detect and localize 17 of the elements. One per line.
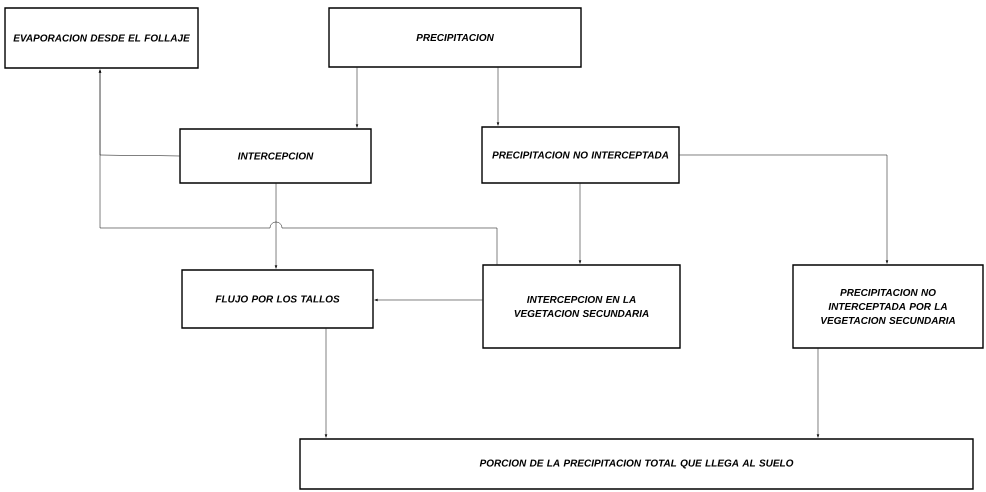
flow-box: INTERCEPCION (179, 128, 372, 184)
flow-box: INTERCEPCION EN LA VEGETACION SECUNDARIA (482, 264, 681, 349)
arrow (98, 69, 498, 265)
arrow (324, 328, 328, 438)
arrow (679, 154, 888, 264)
flow-box: PORCION DE LA PRECIPITACION TOTAL QUE LLEGA AL SUELO (299, 438, 974, 490)
flow-box: PRECIPITACION NO INTERCEPTADA POR LA VEGETACION SECUNDARIA (792, 264, 984, 349)
arrow (816, 348, 820, 438)
flow-box: EVAPORACION DESDE EL FOLLAJE (4, 7, 199, 69)
flow-box: PRECIPITACION (328, 7, 582, 68)
arrow (496, 67, 500, 126)
arrow (274, 183, 278, 269)
flow-box: PRECIPITACION NO INTERCEPTADA (481, 126, 680, 184)
arrow (356, 67, 358, 128)
arrow (374, 298, 483, 302)
flow-box: FLUJO POR LOS TALLOS (181, 269, 374, 329)
arrow (578, 183, 582, 264)
